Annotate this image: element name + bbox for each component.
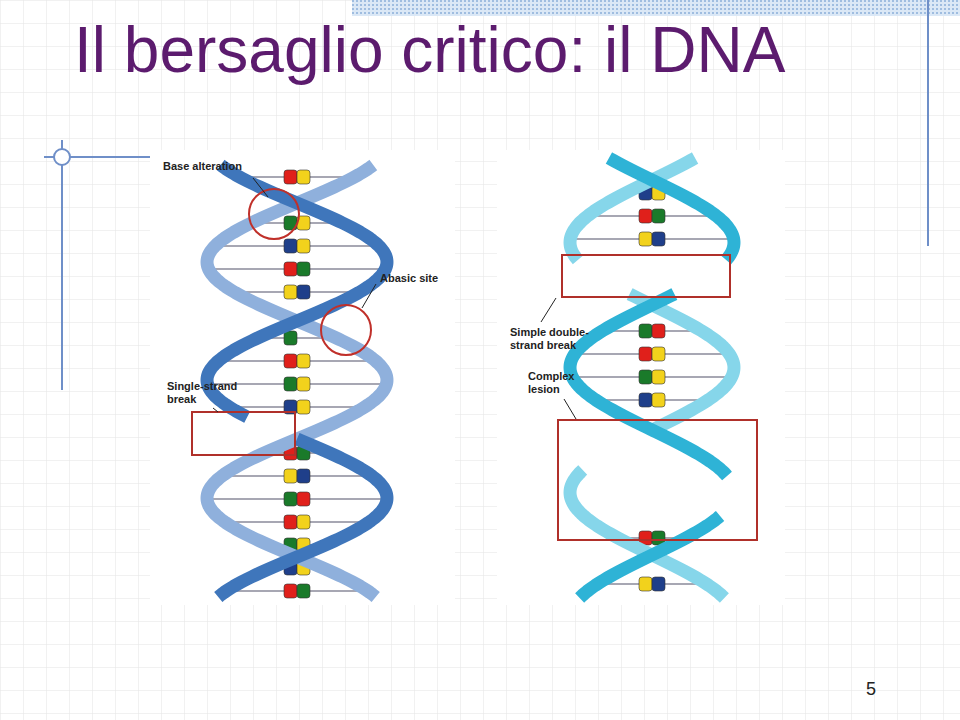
base-block <box>284 584 297 598</box>
base-block <box>639 209 652 223</box>
base-block <box>297 584 310 598</box>
base-block <box>639 324 652 338</box>
leader-line <box>362 284 376 308</box>
base-block <box>297 492 310 506</box>
leader-line <box>253 178 268 197</box>
dna-helix <box>570 158 734 598</box>
base-block <box>284 170 297 184</box>
dna-strand <box>580 516 720 598</box>
damage-marks <box>192 189 757 540</box>
damage-circle <box>249 189 299 239</box>
base-block <box>297 354 310 368</box>
base-block <box>284 239 297 253</box>
base-block <box>652 577 665 591</box>
dna-strand <box>609 158 734 260</box>
damage-box <box>192 412 295 455</box>
base-block <box>652 393 665 407</box>
callout-label: Complex lesion <box>528 370 583 396</box>
deco-line <box>927 0 929 246</box>
base-block <box>284 515 297 529</box>
base-block <box>284 377 297 391</box>
base-block <box>652 232 665 246</box>
leader-line <box>213 408 218 412</box>
base-block <box>297 170 310 184</box>
base-block <box>639 347 652 361</box>
leader-lines <box>213 178 576 419</box>
base-block <box>297 377 310 391</box>
damage-circle <box>321 305 371 355</box>
deco-line <box>61 140 63 390</box>
base-block <box>652 324 665 338</box>
base-block <box>652 209 665 223</box>
image-ground <box>497 150 785 605</box>
base-block <box>284 331 297 345</box>
base-block <box>639 393 652 407</box>
base-block <box>284 492 297 506</box>
page-number: 5 <box>866 678 896 700</box>
callout-label: Single-strand break <box>167 380 257 406</box>
base-block <box>284 469 297 483</box>
base-block <box>297 515 310 529</box>
damage-box <box>562 255 730 297</box>
base-block <box>639 370 652 384</box>
base-block <box>297 239 310 253</box>
dna-strand <box>218 439 387 597</box>
base-block <box>652 347 665 361</box>
callout-label: Base alteration <box>163 160 273 173</box>
base-block <box>297 469 310 483</box>
dna-strand <box>570 470 724 598</box>
dna-strand <box>570 294 727 476</box>
dna-strand <box>207 165 387 417</box>
base-block <box>639 232 652 246</box>
base-block <box>297 400 310 414</box>
base-block <box>297 262 310 276</box>
image-ground <box>150 150 455 605</box>
base-block <box>284 262 297 276</box>
base-block <box>297 285 310 299</box>
base-block <box>652 370 665 384</box>
damage-box <box>558 420 757 540</box>
base-block <box>639 577 652 591</box>
slide-title: Il bersaglio critico: il DNA <box>74 14 785 88</box>
callout-label: Abasic site <box>380 272 460 285</box>
leader-line <box>541 298 556 322</box>
top-band <box>352 0 960 16</box>
deco-circle <box>54 149 70 165</box>
leader-line <box>564 399 576 419</box>
base-block <box>284 285 297 299</box>
base-block <box>284 354 297 368</box>
callout-label: Simple double-strand break <box>510 326 605 352</box>
